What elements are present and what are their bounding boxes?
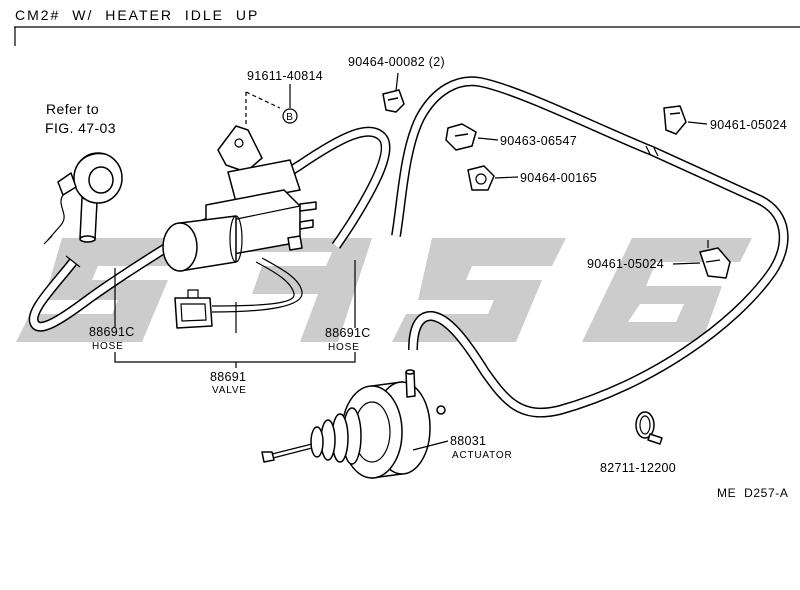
banjo-fitting	[43, 152, 123, 245]
clamp-82711-12200	[635, 411, 663, 445]
callout-actuator-name: ACTUATOR	[452, 450, 512, 461]
clip-90463-06547	[445, 123, 477, 151]
callout-90461-05024-right: 90461-05024	[587, 257, 664, 271]
refer-to-line2: FIG. 47-03	[45, 120, 116, 136]
callout-91611-40814: 91611-40814	[247, 69, 323, 83]
callout-actuator-part: 88031	[450, 434, 486, 448]
leader-lines	[114, 72, 708, 451]
callout-valve-part: 88691	[210, 370, 246, 384]
callout-90464-00165: 90464-00165	[520, 171, 597, 185]
callout-82711-12200: 82711-12200	[600, 461, 676, 475]
figure-code: ME D257-A	[717, 486, 788, 500]
clamp-90461-05024-right	[699, 240, 731, 279]
diagram-title: CM2# W/ HEATER IDLE UP	[15, 7, 259, 23]
clamp-90461-05024-upper	[663, 105, 687, 135]
actuator	[261, 369, 446, 479]
vsv-valve	[162, 125, 317, 272]
callout-hose-left-name: HOSE	[92, 341, 124, 352]
valve-wiring	[174, 257, 303, 329]
mark-b-circle	[282, 108, 298, 124]
hose-right	[391, 76, 789, 418]
clip-90464-00165	[467, 165, 495, 191]
refer-to-line1: Refer to	[46, 101, 99, 117]
callout-hose-right-name: HOSE	[328, 342, 360, 353]
callout-valve-name: VALVE	[212, 385, 247, 396]
mark-b-letter: B	[286, 112, 293, 123]
clip-90464-00082	[382, 89, 405, 113]
callout-90464-00082: 90464-00082 (2)	[348, 55, 445, 69]
callout-hose-left-part: 88691C	[89, 325, 135, 339]
callout-90463-06547: 90463-06547	[500, 134, 577, 148]
header-rule	[14, 26, 800, 46]
callout-90461-05024-upper: 90461-05024	[710, 118, 787, 132]
callout-hose-right-part: 88691C	[325, 326, 371, 340]
